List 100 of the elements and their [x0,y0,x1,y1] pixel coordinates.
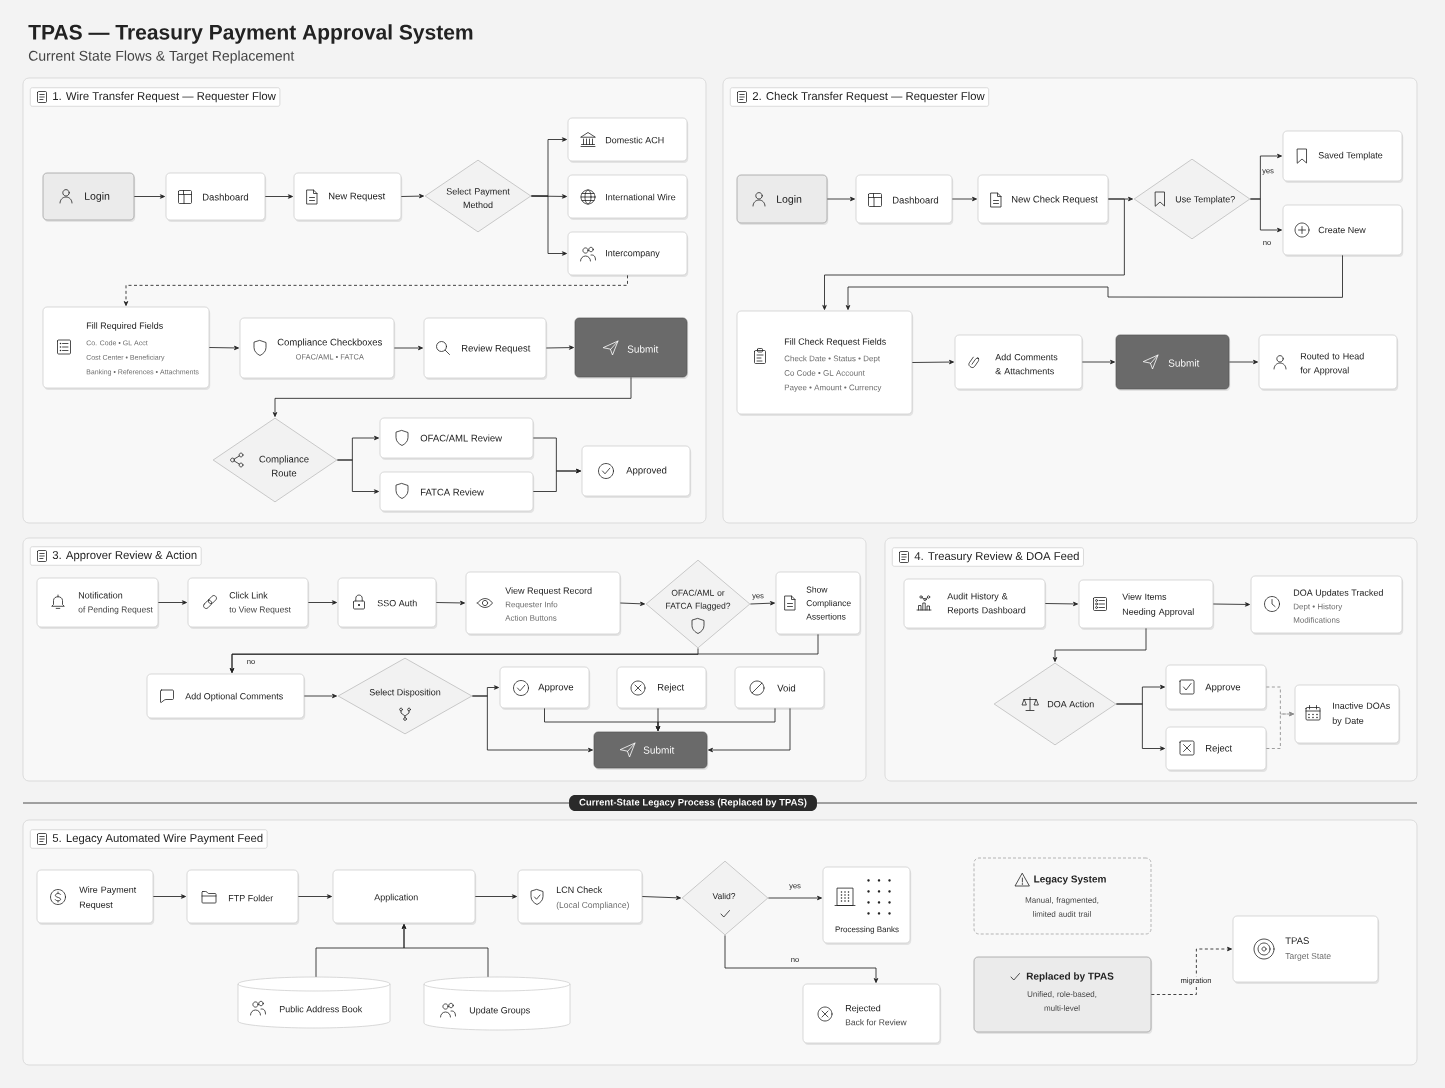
arrow [401,924,489,978]
arrow [1081,359,1115,365]
section-heading: 2. Check Transfer Request — Requester Flow [730,87,989,107]
subtitle: Current State Flows & Target Replacement [28,50,295,64]
node-label: Fill Required Fields [86,322,163,331]
arrow [157,600,187,605]
arrow [619,601,645,606]
node-label: Fill Check Request Fields [784,338,886,347]
arrow [1228,359,1258,365]
process-box: Wire Payment Request [36,869,155,925]
arrow [435,600,465,606]
process-box: Submit [593,731,709,770]
process-box: Saved Template [1282,130,1404,183]
process-box: Rejected Back for Review [802,983,942,1045]
process-box: Inactive DOAs by Date [1294,684,1401,745]
arrow [749,601,775,606]
arrow [1212,602,1250,607]
process-box: FATCA Review [379,471,535,513]
process-box: DOA Updates Tracked Dept • History Modifications [1250,575,1404,635]
arrow [303,693,337,699]
arrow [1052,627,1147,662]
note-box: Replaced by TPAS Unified, role-based, multi-level [973,956,1153,1034]
process-box: Add Optional Comments [146,673,306,720]
process-box: Add Comments & Attachments [954,334,1084,391]
process-box: SSO Auth [337,577,438,629]
note-box: Legacy System Manual, fragmented, limited audit trail [973,857,1152,935]
process-box: Dashboard [165,172,267,222]
process-box: Processing Banks [822,866,912,945]
process-box: Approve [499,666,591,710]
process-box: Show Compliance Assertions [775,571,862,636]
process-box: Approved [581,445,692,498]
process-box: Reject [1165,726,1268,772]
arrow [1249,198,1282,233]
node-label: Co Code • GL Account [784,369,865,376]
arrow [822,198,1125,310]
arrow [133,194,165,199]
database-cylinder: Public Address Book [237,976,391,1029]
arrow [272,376,632,417]
dashed-arrow [1150,946,1232,995]
database-cylinder: Update Groups [423,976,571,1031]
process-box: International Wire [567,174,689,220]
arrow [229,633,819,673]
process-box: Audit History & Reports Dashboard [903,578,1047,630]
process-box: Login [736,174,829,225]
node-label: Payee • Amount • Currency [784,384,882,392]
process-box: View Items Needing Approval [1078,579,1215,630]
arrow [532,468,581,492]
process-box: OFAC/AML Review [379,417,535,460]
arrow [826,196,855,202]
arrow [1115,703,1165,751]
process-box: TPAS Target State [1232,915,1380,984]
process-box: Routed to Head for Approval [1258,334,1399,391]
arrow [307,600,337,605]
process-box: Intercompany [567,231,689,277]
arrow [208,345,239,351]
arrow [655,707,776,731]
process-box: Domestic ACH [567,117,689,163]
section-heading: 5. Legacy Automated Wire Payment Feed [30,829,268,849]
process-box: Submit [574,317,689,379]
arrow [708,707,791,753]
arrow [297,894,332,899]
arrow [152,894,186,899]
process-box: Notification of Pending Request [36,577,160,629]
process-box: Void [734,666,826,710]
arrow [1044,601,1078,607]
process-box: Approve [1165,664,1268,711]
arrow [845,254,1343,310]
process-box: Fill Check Request Fields Check Date • Status • Dept Co Code • GL Account Payee • Amount • Currency [736,310,914,416]
process-box: Application [332,869,477,925]
process-box: Dashboard [855,174,954,225]
arrow [400,193,424,199]
arrow [336,459,379,494]
process-box: Review Request [423,317,548,380]
process-box: FTP Folder [186,869,300,925]
process-box: Reject [616,666,708,710]
node-label: Check Date • Status • Dept [784,355,881,363]
arrow [641,895,681,900]
process-box: Click Link to View Request [187,577,310,629]
process-box: New Request [293,172,403,222]
process-box: View Request Record Requester Info Action Buttons [465,571,622,636]
arrow [767,895,822,901]
dashed-arrow [1265,711,1294,749]
arrow [474,894,517,899]
process-box: Login [42,172,136,222]
arrow [911,359,954,365]
process-box: New Check Request [977,174,1110,225]
arrow [951,196,977,202]
arrow [264,194,293,199]
arrow [545,345,574,350]
arrow [471,695,593,753]
title: TPAS — Treasury Payment Approval System [28,24,473,44]
dashed-arrow [123,274,628,306]
section-heading: 3. Approver Review & Action [30,546,202,566]
section-heading: 4. Treasury Review & DOA Feed [892,547,1084,567]
process-box: Create New [1282,204,1404,257]
section-heading: 1. Wire Transfer Request — Requester Flow [30,87,281,107]
process-box: Submit [1115,334,1231,391]
arrow [724,934,879,983]
arrow [393,345,423,351]
arrow [530,195,567,256]
